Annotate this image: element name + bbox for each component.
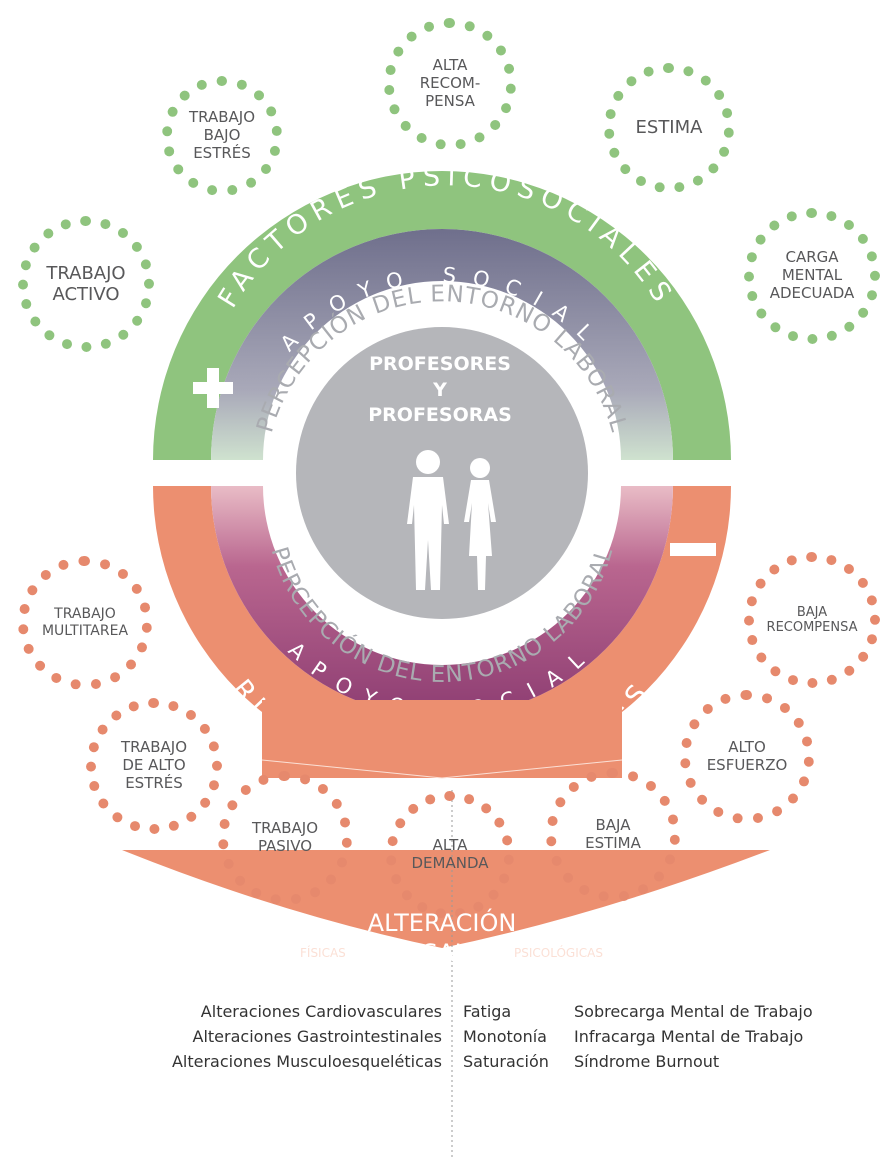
list-item: Síndrome Burnout [574, 1051, 720, 1071]
positive-factor-label: TRABAJO BAJO ESTRÉS [188, 108, 256, 162]
teachers-icon [407, 450, 496, 590]
negative-factor-label: TRABAJO PASIVO [251, 819, 319, 855]
center-circle [296, 327, 588, 619]
positive-factor-bubble: TRABAJO BAJO ESTRÉS [162, 76, 282, 196]
negative-factor-bubble: BAJA RECOMPENSA [744, 552, 880, 688]
list-item: Alteraciones Cardiovasculares [200, 1002, 442, 1021]
list-item: Sobrecarga Mental de Trabajo [574, 1002, 813, 1021]
negative-factor-bubble: TRABAJO DE ALTO ESTRÉS [86, 698, 222, 834]
positive-factor-label: ESTIMA [635, 117, 703, 139]
negative-factor-bubble: TRABAJO PASIVO [218, 771, 352, 905]
list-item: Alteraciones Musculoesqueléticas [171, 1051, 442, 1071]
negative-factor-label: ALTO ESFUERZO [706, 738, 788, 774]
list-item: Saturación [463, 1051, 549, 1071]
split-line-left [261, 759, 443, 779]
negative-factor-label: BAJA RECOMPENSA [766, 604, 858, 635]
list-item: Monotonía [463, 1026, 547, 1046]
positive-factor-label: ALTA RECOM- PENSA [419, 56, 481, 110]
minus-icon [670, 543, 716, 556]
negative-factor-label: ALTA DEMANDA [411, 836, 489, 872]
physical-items-list: Alteraciones Cardiovasculares Alteracion… [172, 1000, 442, 1074]
positive-middle-ring [211, 229, 673, 460]
psychological-items-list-a: Fatiga Monotonía Saturación [463, 1000, 549, 1074]
list-item: Infracarga Mental de Trabajo [574, 1026, 804, 1046]
psychological-items-list-b: Sobrecarga Mental de Trabajo Infracarga … [574, 1000, 813, 1074]
plus-icon [193, 368, 233, 408]
positive-factor-bubble: ESTIMA [604, 63, 734, 193]
positive-factor-label: TRABAJO ACTIVO [46, 262, 126, 305]
health-box-rect [262, 700, 622, 778]
negative-factor-bubble: ALTO ESFUERZO [680, 690, 814, 824]
positive-factor-bubble: TRABAJO ACTIVO [18, 216, 154, 352]
negative-middle-ring [211, 486, 673, 717]
negative-factor-label: TRABAJO DE ALTO ESTRÉS [120, 738, 188, 792]
split-line-right [441, 759, 623, 779]
health-title: ALTERACIÓN DE SALUD [367, 909, 517, 967]
positive-factor-bubble: CARGA MENTAL ADECUADA [744, 208, 880, 344]
positive-factor-label: CARGA MENTAL ADECUADA [769, 248, 855, 302]
negative-factor-bubble: TRABAJO MULTITAREA [18, 556, 152, 690]
center-title: PROFESORES Y PROFESORAS [368, 353, 512, 427]
negative-factor-label: TRABAJO MULTITAREA [41, 606, 129, 639]
positive-outer-ring [153, 171, 731, 460]
negative-factor-bubble: BAJA ESTIMA [546, 768, 680, 902]
positive-factor-bubble: ALTA RECOM- PENSA [384, 18, 516, 150]
negative-factor-bubble: ALTA DEMANDA [386, 791, 514, 919]
psychological-label: PSICOLÓGICAS [514, 946, 603, 960]
physical-label: FÍSICAS [300, 946, 346, 960]
list-item: Alteraciones Gastrointestinales [192, 1026, 442, 1046]
negative-factor-label: BAJA ESTIMA [585, 816, 641, 852]
list-item: Fatiga [463, 1002, 512, 1021]
